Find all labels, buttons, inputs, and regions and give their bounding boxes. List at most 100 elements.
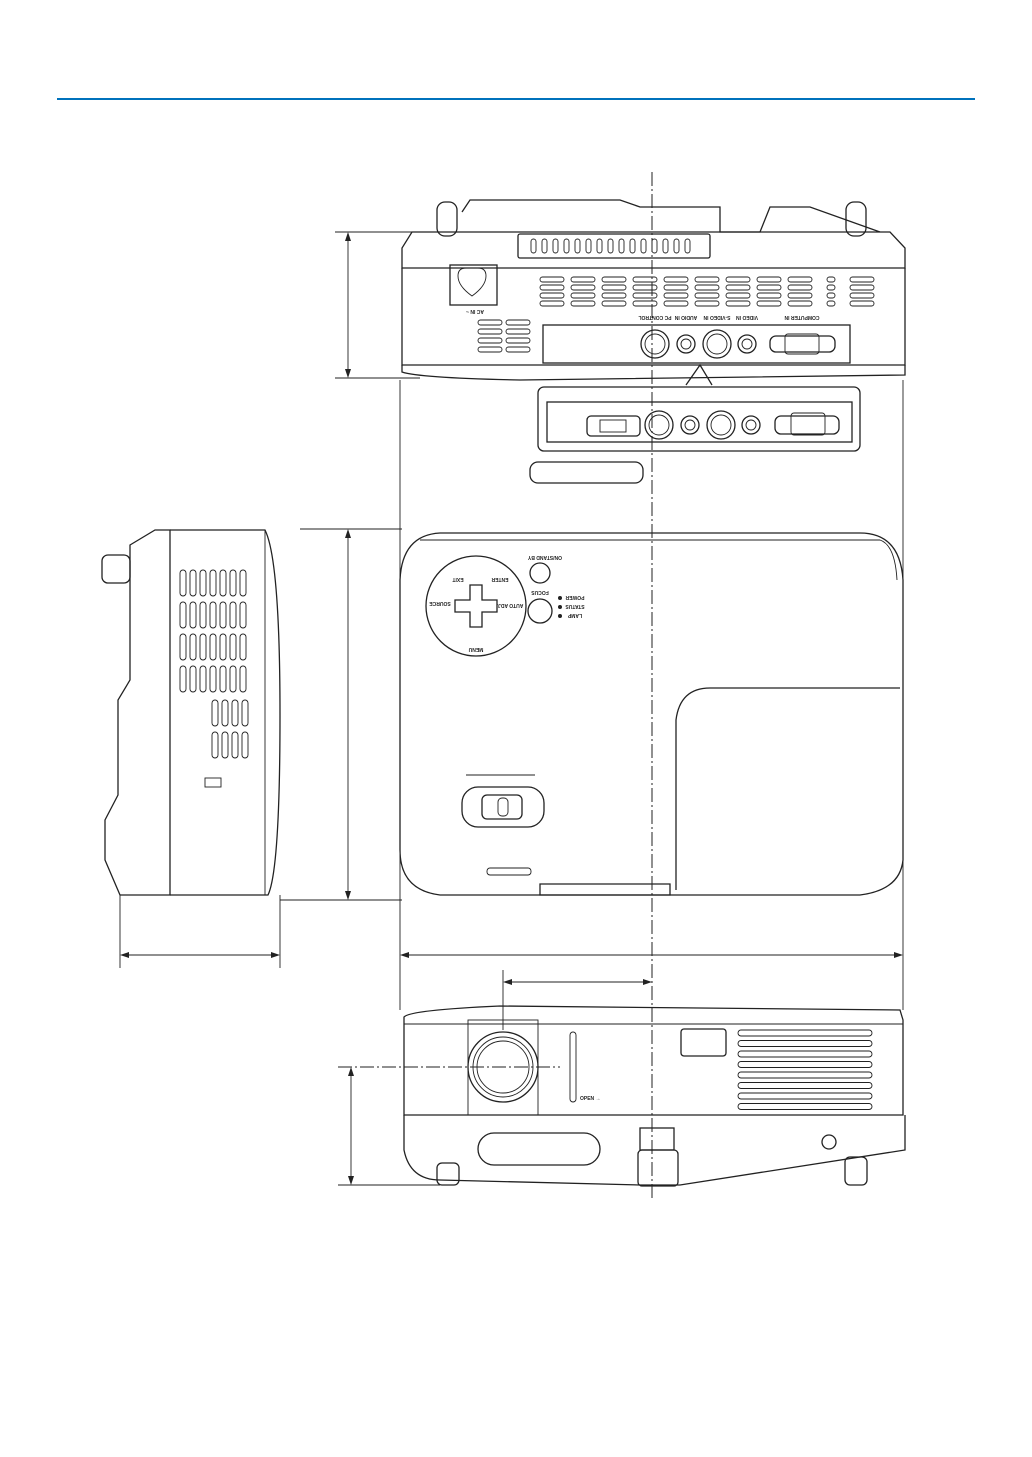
front-view: OPEN →	[403, 1005, 906, 1187]
vent-slot	[221, 699, 229, 727]
vent-slot	[737, 1040, 873, 1047]
vent-slot	[570, 300, 596, 307]
vent-slot	[574, 238, 581, 254]
dimension-lines	[119, 231, 904, 1186]
vent-slot	[229, 569, 237, 597]
vent-slot	[541, 238, 548, 254]
vent-slot	[849, 276, 875, 283]
vent-slot	[725, 300, 751, 307]
vent-slot	[539, 300, 565, 307]
vent-slot	[826, 292, 836, 299]
vent-slot	[787, 292, 813, 299]
ac-in-label: AC IN ~	[466, 308, 484, 314]
port-label: PC CONTROL	[638, 314, 671, 320]
button-label: EXIT	[452, 576, 463, 582]
button-label-text: ENTER	[491, 576, 508, 582]
vent-slot	[209, 601, 217, 629]
vent-slot	[601, 300, 627, 307]
direction-cross	[454, 584, 498, 628]
vent-slot	[505, 337, 531, 344]
lens-cover-slider	[569, 1031, 577, 1103]
foot	[436, 1162, 460, 1186]
vent-slot	[179, 665, 187, 693]
on-standby-label: ON/STAND BY	[527, 554, 562, 560]
vent-slot	[211, 699, 219, 727]
vent-slot	[756, 300, 782, 307]
vent-slot	[632, 284, 658, 291]
port-label-text: AUDIO IN	[674, 314, 697, 320]
vent-slot	[477, 346, 503, 353]
ac-in-text: AC IN ~	[466, 308, 484, 314]
vent-slot	[209, 665, 217, 693]
vent-slot	[694, 284, 720, 291]
vent-slot	[787, 276, 813, 283]
vent-slot	[787, 300, 813, 307]
vent-slot	[239, 569, 247, 597]
vent-slot	[737, 1082, 873, 1089]
vent-slot	[663, 276, 689, 283]
vent-slot	[737, 1050, 873, 1058]
video-in-port	[737, 334, 757, 354]
vent-slot	[179, 633, 187, 661]
vent-slot	[539, 284, 565, 291]
vent-slot	[219, 665, 227, 693]
vent-slot	[477, 337, 503, 344]
vent-slot	[219, 633, 227, 661]
vent-slot	[737, 1061, 873, 1068]
lamp-indicator	[558, 614, 562, 618]
vent-slot	[629, 238, 636, 254]
vent-slot	[632, 300, 658, 307]
vent-slot	[684, 238, 691, 254]
vent-slot	[189, 601, 197, 629]
vent-slot	[179, 601, 187, 629]
vent-slot	[651, 238, 658, 254]
power-button	[529, 562, 551, 584]
port-label-text: COMPUTER IN	[784, 314, 819, 320]
vent-slot	[607, 238, 614, 254]
vent-slot	[219, 569, 227, 597]
vent-slot	[563, 238, 570, 254]
vent-slot	[477, 319, 503, 326]
vent-slot	[179, 569, 187, 597]
side-vent-slots	[179, 569, 249, 759]
vent-slot	[505, 328, 531, 335]
vent-slot	[673, 238, 680, 254]
vent-slot	[539, 276, 565, 283]
vent-slot	[530, 238, 537, 254]
vent-slot	[618, 238, 625, 254]
button-label-text: EXIT	[452, 576, 463, 582]
vent-slot	[737, 1103, 873, 1110]
button-label: SOURCE	[429, 600, 451, 606]
port-label: AUDIO IN	[674, 314, 697, 320]
vent-slot	[663, 284, 689, 291]
vent-slot	[632, 292, 658, 299]
status-indicator	[558, 605, 562, 609]
audio-in-port	[676, 334, 696, 354]
vent-slot	[231, 699, 239, 727]
vent-slot	[477, 328, 503, 335]
vent-slot	[737, 1071, 873, 1079]
vent-slot	[601, 292, 627, 299]
vent-slot	[241, 699, 249, 727]
vent-slot	[601, 276, 627, 283]
vent-slot	[241, 731, 249, 759]
button-label-text: MENU	[468, 646, 483, 652]
power-indicator	[558, 596, 562, 600]
header-rule	[57, 98, 975, 100]
focus-label: FOCUS	[531, 589, 549, 595]
focus-label-text: FOCUS	[531, 589, 549, 595]
vent-slot	[570, 284, 596, 291]
vent-slot	[585, 238, 592, 254]
vent-slot	[189, 633, 197, 661]
vent-slot	[632, 276, 658, 283]
vent-slot	[570, 292, 596, 299]
vent-slot	[189, 665, 197, 693]
vent-slot	[505, 319, 531, 326]
vent-slot	[211, 731, 219, 759]
vent-slot	[199, 569, 207, 597]
side-view	[101, 529, 281, 896]
zoom-lever	[461, 786, 545, 828]
vent-slot	[737, 1092, 873, 1100]
vent-slot	[663, 292, 689, 299]
